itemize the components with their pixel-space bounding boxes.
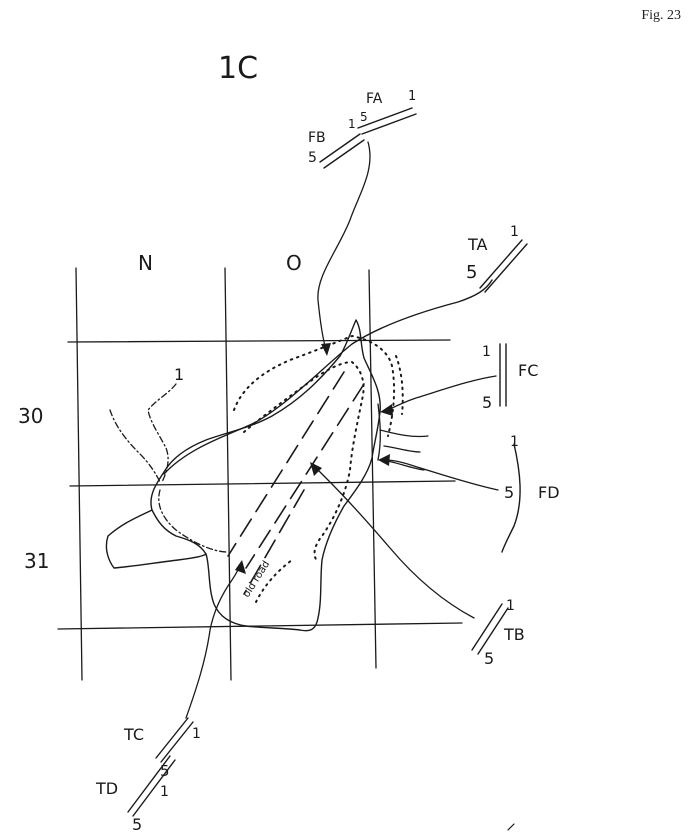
- stream-label: 1: [174, 365, 184, 384]
- transect-fb-label: FB: [308, 130, 326, 146]
- figure-label: Fig. 23: [641, 8, 681, 23]
- grid-line-h3: [57, 622, 463, 630]
- stray-mark: [507, 823, 515, 831]
- grid-row-label-30: 30: [18, 404, 43, 428]
- grid-lines: [57, 267, 463, 681]
- transect-fb-end: 5: [308, 150, 317, 166]
- site-boundary-west-lobe: [105, 509, 207, 569]
- old-road: [227, 371, 365, 595]
- dotted-contour-south: [255, 559, 293, 603]
- transect-fc-arrowhead: [380, 404, 393, 416]
- transect-td-end: 5: [132, 815, 142, 834]
- transect-tb: [471, 603, 509, 655]
- transect-fd-label: FD: [538, 483, 560, 502]
- transect-ta-label: TA: [467, 235, 488, 254]
- dotted-contour-east: [395, 355, 404, 415]
- transect-tb-leader: [313, 465, 475, 619]
- transect-fb: [319, 133, 365, 169]
- grid-column-label-o: O: [286, 251, 302, 275]
- transect-tb-label: TB: [503, 625, 525, 644]
- transect-fd-arrowhead: [378, 454, 390, 466]
- transect-td-label: TD: [95, 779, 118, 798]
- transect-fa: [357, 107, 417, 135]
- main-track: [163, 279, 493, 475]
- transect-tc-leader: [185, 565, 241, 719]
- transect-fa-arrowhead: [321, 343, 331, 356]
- transect-tb-start: 1: [506, 598, 515, 614]
- transect-tc-label: TC: [123, 725, 144, 744]
- transect-fa-end: 5: [360, 110, 368, 124]
- transect-fa-start: 1: [408, 89, 416, 104]
- transect-fa-leader: [317, 141, 371, 351]
- grid-line-v1: [75, 267, 83, 681]
- grid-line-h2: [69, 480, 456, 487]
- transect-fc: [499, 343, 507, 407]
- stream-dashdot-branch: [147, 383, 177, 483]
- grid-line-v2: [224, 267, 232, 681]
- dotted-contour-outer: [233, 335, 396, 437]
- transect-tc-arrowhead: [235, 560, 246, 574]
- site-boundary: [150, 319, 381, 632]
- transect-fd-end: 5: [504, 483, 514, 502]
- transect-fd-start: 1: [510, 434, 519, 450]
- grid-column-label-n: N: [138, 251, 153, 275]
- east-gully: [377, 403, 429, 471]
- transect-fa-label: FA: [366, 91, 383, 107]
- transect-fd: [501, 443, 521, 553]
- transect-fd-leader: [385, 459, 499, 491]
- grid-row-label-31: 31: [24, 549, 49, 573]
- transect-tc: [155, 717, 194, 763]
- transect-tb-end: 5: [484, 649, 494, 668]
- transect-fb-start: 1: [348, 117, 356, 131]
- transect-fc-end: 5: [482, 393, 492, 412]
- map-title: 1C: [218, 51, 258, 86]
- old-road-label: old road: [241, 559, 272, 600]
- transect-td-extra: 5: [160, 762, 170, 780]
- transect-ta: [479, 239, 528, 293]
- transect-td: [127, 755, 176, 817]
- stream-dashdot-south: [158, 489, 229, 553]
- transect-td-start: 1: [160, 784, 169, 800]
- grid-line-h1: [67, 339, 451, 343]
- transect-ta-start: 1: [510, 224, 519, 240]
- transect-fc-start: 1: [482, 344, 491, 360]
- transect-fc-leader: [387, 375, 497, 411]
- transect-tc-start: 1: [192, 726, 201, 742]
- transect-ta-end: 5: [466, 262, 477, 283]
- transect-fc-label: FC: [518, 361, 538, 380]
- dotted-contour-inner: [243, 361, 365, 563]
- transect-tb-arrowhead: [310, 462, 322, 476]
- grid-line-v3: [368, 269, 377, 669]
- stream-dashdot: [109, 409, 161, 483]
